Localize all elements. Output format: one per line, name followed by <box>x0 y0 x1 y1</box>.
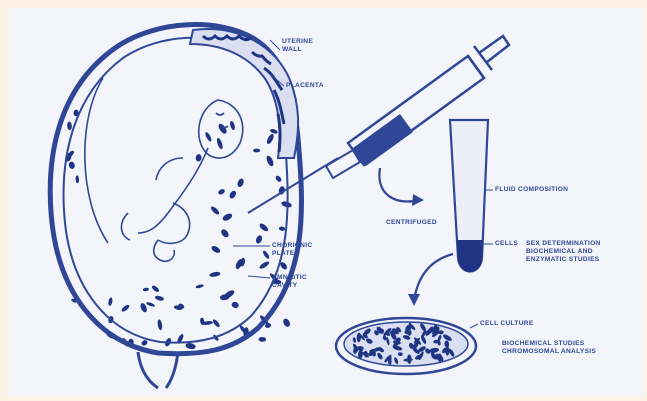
fluid-cell <box>108 297 113 306</box>
label-cells-studies: SEX DETERMINATION BIOCHEMICAL AND ENZYMA… <box>526 240 601 264</box>
label-placenta: PLACENTA <box>286 82 324 90</box>
fluid-cell <box>68 161 76 170</box>
fluid-cell <box>279 226 286 231</box>
label-chorionic-plate: CHORIONIC PLATE <box>272 242 312 258</box>
label-amniotic-line2: CAVITY <box>272 282 307 290</box>
fluid-cell <box>212 318 221 328</box>
label-centrifuged: CENTRIFUGED <box>386 219 437 227</box>
fluid-cell <box>229 120 236 130</box>
fluid-cell <box>258 337 266 342</box>
fluid-cell <box>282 317 292 328</box>
fluid-cell <box>220 228 230 239</box>
fluid-cell <box>265 155 275 168</box>
amniotic-fluid-cells <box>64 109 292 350</box>
fluid-cell <box>236 178 244 188</box>
uterine-wall-inner <box>64 38 288 343</box>
label-cells: CELLS <box>495 240 518 248</box>
arrow-to-dish <box>414 254 453 300</box>
fluid-cell <box>258 222 269 233</box>
fluid-cell <box>185 342 196 350</box>
label-uterine-wall: UTERINE WALL <box>282 38 313 54</box>
fluid-cell <box>195 154 202 162</box>
fluid-cell <box>209 271 221 278</box>
fluid-cell <box>216 137 224 150</box>
diagram-artwork <box>8 8 644 396</box>
label-cells-line2: BIOCHEMICAL AND <box>526 248 601 256</box>
arrow-to-tube-head <box>412 194 424 206</box>
fluid-cell <box>210 245 221 255</box>
label-uterine-wall-line2: WALL <box>282 46 313 54</box>
label-cells-line1: SEX DETERMINATION <box>526 240 601 248</box>
label-cell-culture: CELL CULTURE <box>480 320 534 328</box>
fluid-cell <box>217 188 225 196</box>
label-cells-line3: ENZYMATIC STUDIES <box>526 256 601 264</box>
fluid-cell <box>274 175 282 183</box>
fluid-cell <box>217 122 228 135</box>
amniocentesis-diagram: UTERINE WALL PLACENTA CHORIONIC PLATE AM… <box>8 8 644 396</box>
fluid-cell <box>146 301 156 307</box>
arrow-to-dish-head <box>408 294 420 306</box>
fluid-cell <box>228 190 237 200</box>
label-amniotic-line1: AMNIOTIC <box>272 274 307 282</box>
label-fluid-composition: FLUID COMPOSITION <box>495 186 568 194</box>
fluid-cell <box>266 133 276 145</box>
cell-pellet <box>457 240 483 272</box>
fetus <box>85 78 243 261</box>
fluid-cell <box>67 121 72 130</box>
label-culture-line2: CHROMOSOMAL ANALYSIS <box>502 348 596 356</box>
fluid-cell <box>121 304 131 313</box>
label-amniotic-cavity: AMNIOTIC CAVITY <box>272 274 307 290</box>
label-culture-line1: BIOCHEMICAL STUDIES <box>502 340 596 348</box>
fluid-cell <box>255 234 264 244</box>
fluid-cell <box>157 319 163 331</box>
fluid-cell <box>258 260 270 270</box>
fluid-cell <box>204 131 213 142</box>
cervix <box>138 352 178 388</box>
fluid-cell <box>269 128 278 134</box>
label-uterine-wall-line1: UTERINE <box>282 38 313 46</box>
fluid-cell <box>253 149 260 153</box>
fluid-cell <box>151 285 160 294</box>
fluid-cell <box>195 284 204 289</box>
label-chorionic-line2: PLATE <box>272 250 312 258</box>
fluid-cell <box>75 175 79 183</box>
fluid-cell <box>154 295 164 301</box>
fluid-cell <box>231 301 240 309</box>
fluid-cell <box>210 205 221 216</box>
label-culture-studies: BIOCHEMICAL STUDIES CHROMOSOMAL ANALYSIS <box>502 340 596 356</box>
fluid-cell <box>143 287 150 291</box>
fluid-cell <box>262 250 271 260</box>
label-chorionic-line1: CHORIONIC <box>272 242 312 250</box>
fluid-cell <box>221 212 233 222</box>
